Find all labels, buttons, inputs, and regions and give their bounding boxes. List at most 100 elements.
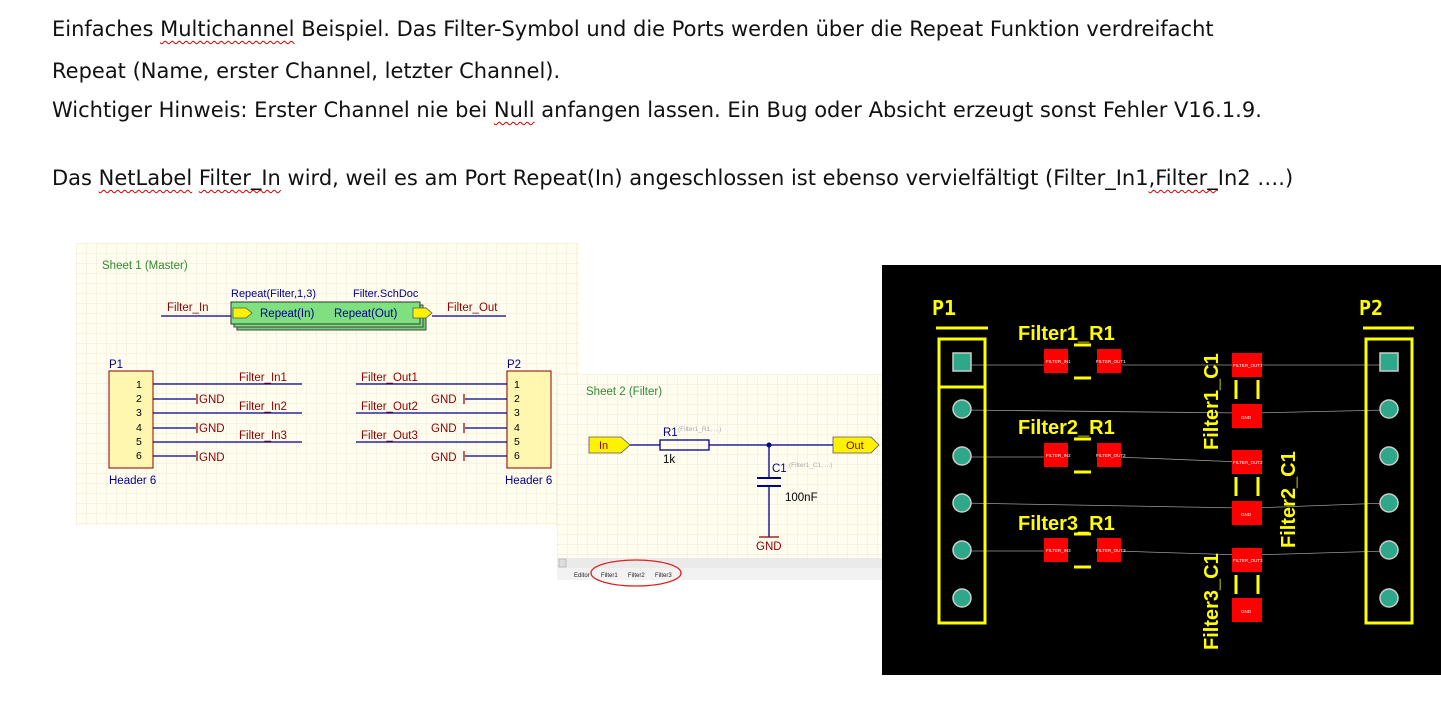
pin-number: 5 xyxy=(514,436,520,448)
netlabel: Filter_In3 xyxy=(239,430,287,442)
netlabel-filter-in: Filter_In xyxy=(167,302,209,314)
pin-number: 3 xyxy=(136,407,142,419)
r1-silk-label: Filter1_R1 xyxy=(1018,323,1115,345)
sheet-title: Sheet 1 (Master) xyxy=(102,260,188,272)
spellcheck-word: ,Filter_ xyxy=(1148,166,1218,190)
pad-net: FILTER_OUT2 xyxy=(1096,453,1126,458)
doc-line-2: Repeat (Name, erster Channel, letzter Ch… xyxy=(52,59,561,83)
pin-number: 2 xyxy=(514,393,520,405)
pin-number: 2 xyxy=(136,393,142,405)
p2-designator: P2 xyxy=(507,359,521,371)
p2-pads[interactable] xyxy=(1379,352,1399,608)
sheet-entry-in: Repeat(In) xyxy=(260,308,315,320)
r1-channel-hint: (Filter1_R1, ...) xyxy=(678,426,721,433)
p1-wires xyxy=(153,383,302,461)
p2-silk-label: P2 xyxy=(1359,296,1383,320)
text: Wichtiger Hinweis: Erster Channel nie be… xyxy=(52,98,494,122)
text: wird, weil es am Port Repeat(In) angesch… xyxy=(280,166,1149,190)
capacitor-c1[interactable] xyxy=(757,477,781,487)
netlabel: Filter_Out2 xyxy=(361,401,418,413)
c1-silk-label: Filter1_C1 xyxy=(1201,353,1223,450)
doc-line-1: Einfaches Multichannel Beispiel. Das Fil… xyxy=(52,17,1214,41)
port-in[interactable] xyxy=(588,436,631,454)
spellcheck-word: Null xyxy=(493,98,535,122)
pin-number: 6 xyxy=(514,450,520,462)
tab-filter3[interactable]: Filter3 xyxy=(655,573,672,579)
sheet-title: Sheet 2 (Filter) xyxy=(586,386,662,398)
header-p1[interactable] xyxy=(108,370,154,469)
text: Beispiel. Das Filter-Symbol und die Port… xyxy=(294,17,1214,41)
c1-channel-hint: (Filter1_C1, ...) xyxy=(789,462,832,469)
r2-silk-label: Filter2_R1 xyxy=(1018,417,1115,439)
spellcheck-word: NetLabel xyxy=(98,166,193,190)
gnd-label: GND xyxy=(431,423,457,435)
text: In2 ….) xyxy=(1217,166,1294,190)
pin-number: 5 xyxy=(136,436,142,448)
pad-net: FILTER_OUT2 xyxy=(1233,460,1263,465)
pad-net: GND xyxy=(1241,415,1252,420)
doc-line-4: Das NetLabel Filter_In wird, weil es am … xyxy=(52,166,1293,190)
tab-filter2[interactable]: Filter2 xyxy=(628,573,645,579)
repeat-designator: Repeat(Filter,1,3) xyxy=(231,288,316,300)
text: Einfaches xyxy=(52,17,161,41)
p1-designator: P1 xyxy=(109,359,123,371)
schematic-sheet-filter: Sheet 2 (Filter) In Out R1 (Filter1_R1, … xyxy=(557,374,892,592)
resistor-r1[interactable] xyxy=(659,439,710,451)
spellcheck-word: Multichannel xyxy=(160,17,295,41)
pad-net: GND xyxy=(1241,609,1252,614)
gnd-label: GND xyxy=(199,452,225,464)
c1-value: 100nF xyxy=(785,492,818,504)
resistor-footprints[interactable] xyxy=(1044,349,1121,562)
pad-net: FILTER_IN3 xyxy=(1046,548,1071,553)
text: anfangen lassen. Ein Bug oder Absicht er… xyxy=(534,98,1262,122)
highlight-ellipse xyxy=(590,559,682,587)
r3-silk-label: Filter3_R1 xyxy=(1018,513,1115,535)
gnd-label: GND xyxy=(431,394,457,406)
port-in-icon xyxy=(232,307,253,319)
scroll-left-button[interactable] xyxy=(558,558,567,568)
r1-designator: R1 xyxy=(663,427,678,439)
p1-outline xyxy=(937,385,987,625)
text: Das xyxy=(52,166,99,190)
netlabel: Filter_In1 xyxy=(239,372,287,384)
gnd-label: GND xyxy=(756,541,782,553)
header-p2[interactable] xyxy=(506,370,552,469)
editor-tab[interactable]: Editor xyxy=(574,573,590,579)
p2-comment: Header 6 xyxy=(505,475,552,487)
p1-pads[interactable] xyxy=(952,352,972,608)
junction-dot xyxy=(766,442,772,448)
schematic-sheet-master: Sheet 1 (Master) Repeat(Filter,1,3) Filt… xyxy=(76,243,579,526)
gnd-label: GND xyxy=(199,423,225,435)
capacitor-footprints[interactable] xyxy=(1232,353,1262,622)
netlabel-filter-out: Filter_Out xyxy=(447,302,498,314)
pin-number: 4 xyxy=(136,422,142,434)
netlabel: Filter_Out3 xyxy=(361,430,418,442)
netlabel: Filter_Out1 xyxy=(361,372,418,384)
p1-silk-label: P1 xyxy=(932,296,956,320)
c1-designator: C1 xyxy=(772,463,787,475)
pin-number: 4 xyxy=(514,422,520,434)
r1-value: 1k xyxy=(663,454,675,466)
sheet-filename: Filter.SchDoc xyxy=(353,288,419,300)
pad-net: FILTER_OUT3 xyxy=(1233,558,1263,563)
gnd-label: GND xyxy=(431,452,457,464)
tab-filter1[interactable]: Filter1 xyxy=(601,573,618,579)
pad-net: FILTER_OUT1 xyxy=(1233,363,1263,368)
port-in-label: In xyxy=(599,440,608,452)
pad-net: FILTER_OUT1 xyxy=(1096,359,1126,364)
pin-number: 3 xyxy=(514,407,520,419)
c2-silk-label: Filter2_C1 xyxy=(1278,451,1300,548)
spellcheck-word: Filter_In xyxy=(198,166,281,190)
pcb-layout: P1 P2 Filter1_R1 Filter2_R1 Filter3_R1 xyxy=(882,265,1441,675)
p2-wires xyxy=(356,383,507,461)
pad-net: GND xyxy=(1241,512,1252,517)
port-out-label: Out xyxy=(846,440,864,452)
pin-number: 6 xyxy=(136,450,142,462)
sheet-entry-out: Repeat(Out) xyxy=(334,308,397,320)
port-out-icon xyxy=(412,307,433,319)
pin-number: 1 xyxy=(136,379,142,391)
pad-net: FILTER_IN1 xyxy=(1046,359,1071,364)
port-out[interactable] xyxy=(832,436,880,454)
doc-line-3: Wichtiger Hinweis: Erster Channel nie be… xyxy=(52,98,1262,122)
pad-net: FILTER_OUT3 xyxy=(1096,548,1126,553)
